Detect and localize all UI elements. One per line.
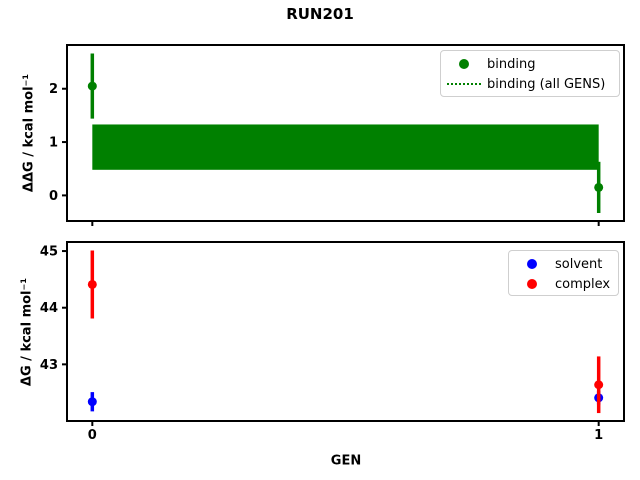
x-tick-label: 1 bbox=[594, 428, 603, 443]
y-tick-label: 45 bbox=[40, 245, 58, 260]
y-tick-label: 43 bbox=[40, 358, 58, 373]
legend-item-complex: complex bbox=[509, 274, 612, 294]
y-tick-label: 0 bbox=[49, 189, 58, 204]
y-tick-label: 44 bbox=[40, 301, 58, 316]
legend-item-binding: binding bbox=[441, 54, 613, 74]
legend-label-binding: binding bbox=[487, 56, 536, 72]
axes-spines bbox=[66, 241, 625, 422]
legend-label-complex: complex bbox=[555, 276, 611, 292]
legend-dg: solvent complex bbox=[508, 250, 619, 296]
binding-all-gens-dotted-line-icon bbox=[447, 83, 481, 85]
x-tick-label: 0 bbox=[88, 428, 97, 443]
y-tick-label: 1 bbox=[49, 136, 58, 151]
legend-binding: binding binding (all GENS) bbox=[440, 50, 620, 97]
legend-item-solvent: solvent bbox=[509, 254, 612, 274]
complex-marker-icon bbox=[527, 279, 537, 289]
figure-title: RUN201 bbox=[286, 5, 354, 23]
y-tick-label: 2 bbox=[49, 82, 58, 97]
binding-marker-icon bbox=[459, 59, 469, 69]
legend-label-solvent: solvent bbox=[555, 256, 603, 272]
complex-point bbox=[594, 380, 604, 390]
ylabel-ddg: ΔΔG / kcal mol⁻¹ bbox=[21, 73, 37, 193]
binding-point bbox=[594, 182, 604, 192]
axes-spines bbox=[66, 44, 625, 222]
legend-item-binding-all-gens: binding (all GENS) bbox=[441, 74, 613, 94]
complex-point bbox=[87, 279, 97, 289]
binding-point bbox=[87, 81, 97, 91]
solvent-point bbox=[87, 397, 97, 407]
solvent-marker-icon bbox=[527, 259, 537, 269]
xlabel-gen: GEN bbox=[330, 453, 362, 469]
ylabel-dg: ΔG / kcal mol⁻¹ bbox=[19, 277, 35, 387]
band-binding-all-gens bbox=[92, 124, 599, 170]
legend-label-binding-all-gens: binding (all GENS) bbox=[487, 76, 606, 92]
